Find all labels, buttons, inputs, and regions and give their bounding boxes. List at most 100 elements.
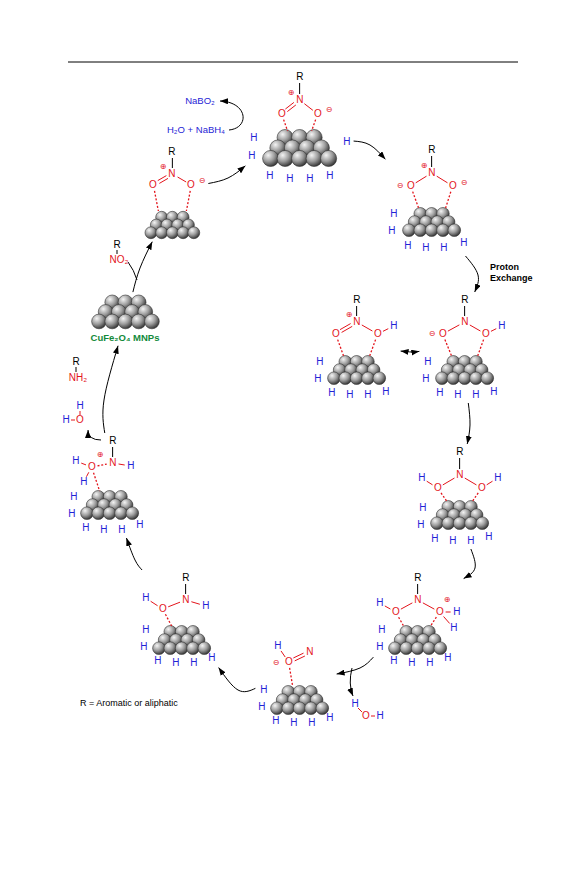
header-rule <box>68 62 518 63</box>
atom-label: O <box>159 604 167 614</box>
catalyst-stage: RH⊕ONHHHHHHHH <box>65 433 146 538</box>
atom-label: R <box>168 147 175 157</box>
nanoparticle-sphere <box>263 150 279 166</box>
atom-label: H <box>390 209 397 219</box>
atom-label: H <box>190 658 197 668</box>
nanoparticle-sphere <box>271 702 284 715</box>
bond-line <box>362 325 373 331</box>
bond-line <box>117 250 118 254</box>
bond-line <box>94 473 100 491</box>
atom-label: H <box>72 456 79 466</box>
atom-label: ⊕ <box>346 311 353 319</box>
bond-line <box>166 614 172 626</box>
atom-label: H <box>258 702 265 712</box>
bond-line <box>417 584 418 594</box>
atom-label: H <box>308 718 315 728</box>
atom-label: O <box>374 329 382 339</box>
atom-label: O <box>478 483 486 493</box>
bond-line <box>399 617 404 626</box>
nanoparticle-sphere <box>437 224 450 237</box>
atom-label: H <box>343 137 350 147</box>
bond-line <box>157 176 166 181</box>
nanoparticle-sphere <box>126 507 139 520</box>
atom-label: H <box>388 226 395 236</box>
atom-label: H <box>316 357 323 367</box>
atom-label: ⊕ <box>444 596 451 604</box>
nanoparticle-sphere <box>373 372 386 385</box>
atom-label: N <box>296 95 303 105</box>
atom-label: H <box>404 241 411 251</box>
release-arrow <box>88 430 101 440</box>
nanoparticle-sphere <box>423 642 436 655</box>
atom-label: H <box>202 601 209 611</box>
nanoparticle-sphere <box>436 372 449 385</box>
atom-label: H <box>248 151 255 161</box>
nanoparticle-sphere <box>145 227 157 239</box>
water-release-arrow <box>350 668 353 696</box>
atom-label: H <box>274 641 281 651</box>
atom-label: H <box>494 473 501 483</box>
atom-label: H <box>408 658 415 668</box>
atom-label: H <box>390 656 397 666</box>
atom-label: ⊖ <box>461 179 468 187</box>
nanoparticle-sphere <box>442 517 455 530</box>
bond-line <box>112 447 113 457</box>
nanoparticle-sphere <box>481 372 494 385</box>
atom-label: ⊖ <box>397 182 404 190</box>
atom-label: H <box>460 238 467 248</box>
nanoparticle-sphere <box>465 517 478 530</box>
atom-label: ⊕ <box>160 163 167 171</box>
nanoparticle-sphere <box>403 224 416 237</box>
atom-label: R <box>428 145 435 155</box>
bond-line <box>401 603 412 609</box>
nanoparticle-sphere <box>104 507 117 520</box>
catalyst-stage: R⊕N⊖OO⊖HHHHHH <box>385 142 470 256</box>
bond-line <box>487 481 493 485</box>
atom-label: H <box>498 321 505 331</box>
chemical-label: O <box>76 415 84 425</box>
atom-label: R <box>296 72 303 82</box>
nanoparticle-sphere <box>155 227 167 239</box>
atom-label: H <box>136 520 143 530</box>
bond-line <box>169 602 181 607</box>
atom-label: O <box>436 607 444 617</box>
atom-label: H <box>172 658 179 668</box>
atom-label: H <box>419 503 426 513</box>
atom-label: H <box>286 174 293 184</box>
atom-label: ⊕ <box>421 162 428 170</box>
nanoparticle-sphere <box>454 517 467 530</box>
cycle-arrow <box>126 538 142 570</box>
atom-label: O <box>434 483 442 493</box>
nanoparticle-sphere <box>294 702 307 715</box>
bond-line <box>370 340 376 356</box>
substrate-arrow <box>128 262 137 280</box>
nanoparticle-sphere <box>426 224 439 237</box>
atom-label: H <box>272 716 279 726</box>
bond-line <box>356 306 357 316</box>
bond-line <box>446 192 451 208</box>
atom-label: H <box>444 653 451 663</box>
atom-label: H <box>426 658 433 668</box>
atom-label: O <box>407 181 415 191</box>
surface-illustration <box>245 69 353 187</box>
bond-line <box>305 104 314 111</box>
bond-line <box>76 367 77 372</box>
cycle-arrow <box>103 346 118 433</box>
nanoparticle-sphere <box>164 642 177 655</box>
atom-label: O <box>285 657 293 667</box>
atom-label: H <box>140 642 147 652</box>
bond-line <box>465 478 477 485</box>
atom-label: ⊕ <box>288 89 295 97</box>
atom-label: H <box>82 523 89 533</box>
cycle-arrow <box>467 403 470 444</box>
atom-label: H <box>100 525 107 535</box>
atom-label: O <box>88 462 96 472</box>
atom-label: O <box>439 329 447 339</box>
atom-label: H <box>472 390 479 400</box>
atom-label: H <box>422 243 429 253</box>
atom-label: H <box>454 390 461 400</box>
atom-label: N <box>168 169 175 179</box>
atom-label: ⊖ <box>326 106 333 114</box>
atom-label: H <box>424 357 431 367</box>
atom-label: ⊖ <box>273 659 280 667</box>
